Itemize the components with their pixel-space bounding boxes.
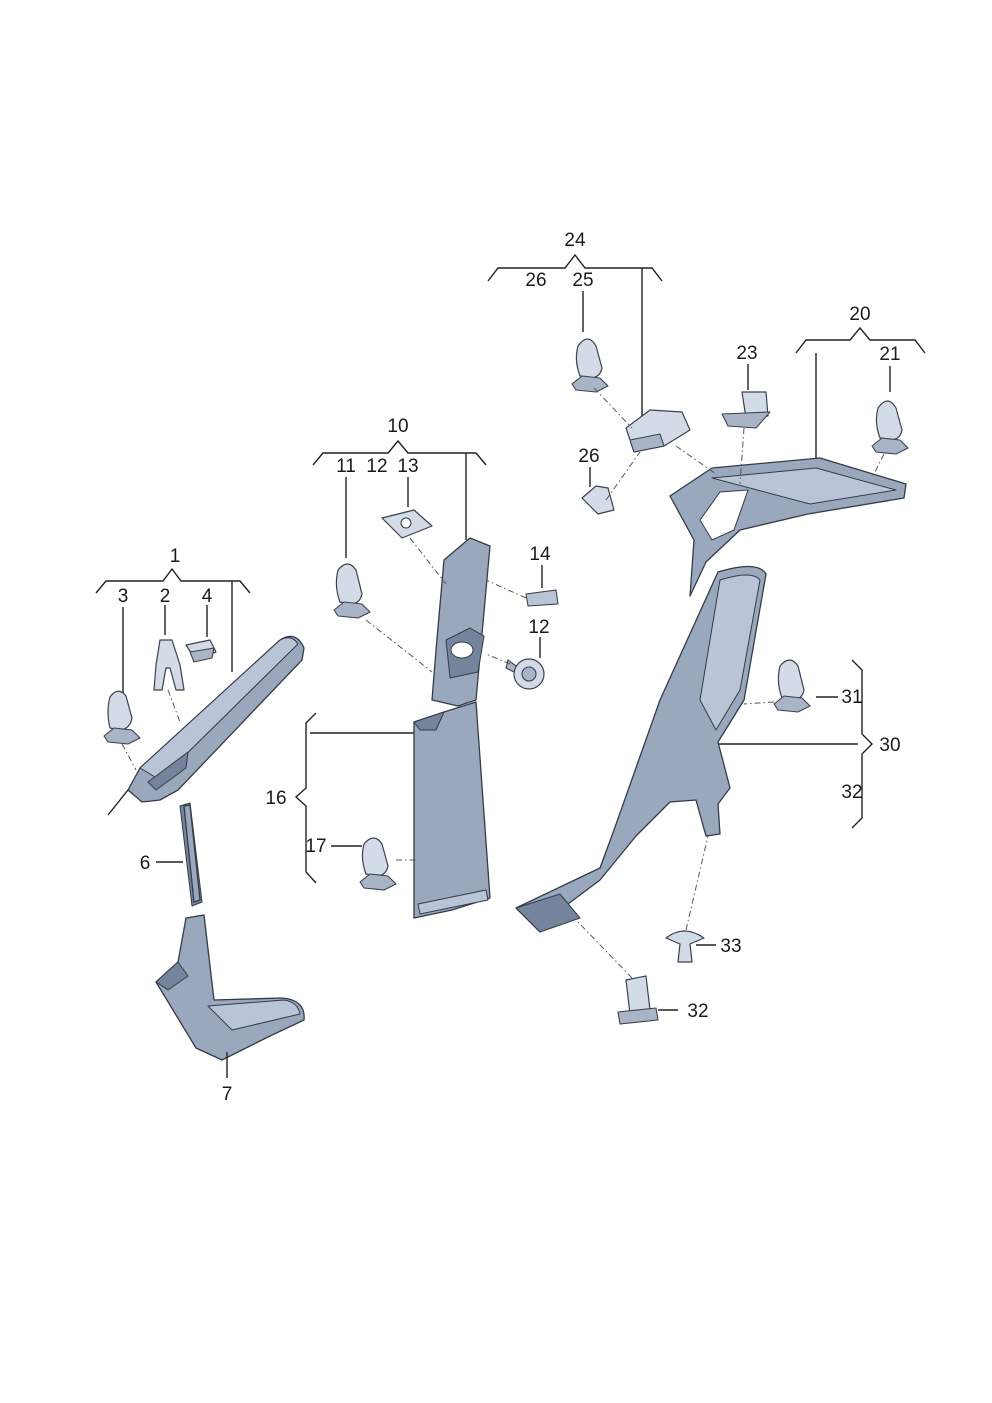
callout-16: 16 <box>265 788 286 809</box>
callout-labels: 1 3 2 4 6 7 10 11 12 13 14 12 16 17 24 2… <box>118 230 901 1105</box>
callout-4: 4 <box>202 586 213 607</box>
dash-2-to-trim <box>167 689 181 723</box>
dash-11-to-trim <box>365 619 433 673</box>
bolt-12 <box>505 658 545 690</box>
dash-33-to-trim <box>685 835 709 931</box>
speed-nut-4 <box>185 639 217 663</box>
callout-31: 31 <box>841 687 862 708</box>
rear-side-trim-group <box>515 565 873 1025</box>
expanding-rivet-33 <box>665 930 705 963</box>
retaining-clip-25 <box>571 338 609 393</box>
a-pillar-group <box>95 567 305 1078</box>
brace-10 <box>312 439 487 466</box>
rear-side-trim-30 <box>515 565 767 933</box>
dash-26-to-bracket <box>605 451 641 501</box>
b-pillar-lower-trim <box>413 701 491 919</box>
callout-20: 20 <box>849 304 870 325</box>
dash-23-to-trim <box>739 427 745 485</box>
callout-12b: 12 <box>528 617 549 638</box>
b-pillar-lower-group <box>294 701 491 919</box>
callout-13: 13 <box>397 456 418 477</box>
callout-21: 21 <box>879 344 900 365</box>
dash-14-to-trim <box>485 579 527 599</box>
callout-24: 24 <box>564 230 586 251</box>
dash-31-to-trim <box>743 701 775 705</box>
kick-panel-7 <box>155 914 305 1061</box>
b-pillar-upper-group <box>312 439 559 707</box>
callout-3: 3 <box>118 586 129 607</box>
bracket-23 <box>721 391 771 429</box>
callout-12a: 12 <box>366 456 387 477</box>
callout-7: 7 <box>222 1084 233 1105</box>
callout-11: 11 <box>336 456 356 477</box>
callout-17: 17 <box>305 836 326 857</box>
dash-13-to-trim <box>409 537 447 585</box>
speed-nut-13 <box>381 509 433 539</box>
brace-30 <box>851 659 873 829</box>
callout-30: 30 <box>879 735 900 756</box>
retaining-clip-11 <box>333 563 371 619</box>
clip-26 <box>581 485 615 515</box>
dash-32-to-trim <box>575 919 633 979</box>
callout-26a: 26 <box>525 270 546 291</box>
callout-32b: 32 <box>687 1001 708 1022</box>
retaining-clip-3 <box>103 690 141 745</box>
brace-16 <box>294 712 317 884</box>
dash-3-to-trim <box>121 743 137 771</box>
callout-2: 2 <box>160 586 171 607</box>
retaining-clip-31 <box>773 659 811 713</box>
brace-24 <box>487 253 663 282</box>
callout-1: 1 <box>170 546 181 567</box>
callout-6: 6 <box>140 853 151 874</box>
retaining-clip-21 <box>871 400 909 455</box>
brace-20 <box>795 326 926 354</box>
a-pillar-trim <box>107 635 305 816</box>
mounting-bracket-24 <box>625 409 691 453</box>
b-pillar-upper-trim <box>431 537 491 707</box>
dash-21-to-trim <box>871 453 885 479</box>
spring-clip-2 <box>153 639 185 691</box>
retaining-clip-17 <box>359 837 397 891</box>
callout-33: 33 <box>720 936 741 957</box>
c-pillar-trim <box>669 457 907 597</box>
callout-23: 23 <box>736 343 757 364</box>
callout-26b: 26 <box>578 446 599 467</box>
callout-10: 10 <box>387 416 408 437</box>
bracket-group-24 <box>487 253 691 515</box>
callout-14: 14 <box>529 544 551 565</box>
seal-strip-6 <box>179 802 203 907</box>
dash-25-to-bracket <box>593 387 633 429</box>
cap-14 <box>525 589 559 607</box>
callout-32a: 32 <box>841 782 862 803</box>
callout-25: 25 <box>572 270 593 291</box>
brace-1 <box>95 567 251 594</box>
dash-12-to-trim <box>485 653 511 665</box>
clip-nut-32 <box>617 975 659 1025</box>
dash-24-to-trim <box>675 445 717 475</box>
c-pillar-group <box>669 326 926 597</box>
